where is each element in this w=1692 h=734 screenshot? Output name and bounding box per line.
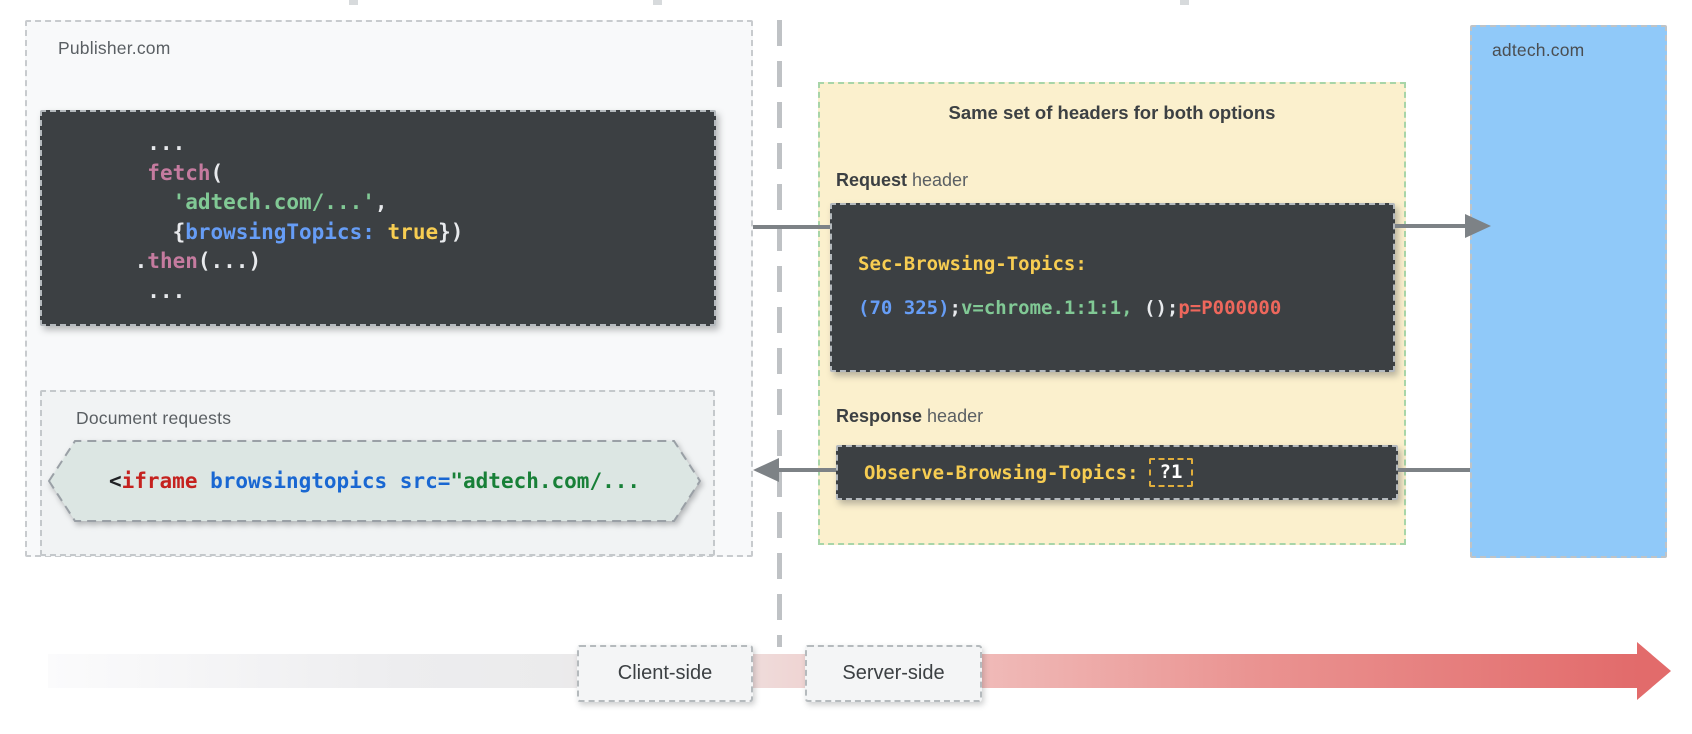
response-header-label: Response header <box>836 406 983 427</box>
client-side-label-box: Client-side <box>577 645 753 702</box>
request-header-label: Request header <box>836 170 968 191</box>
code-line: 'adtech.com/...', <box>172 190 388 214</box>
adtech-zone-label: adtech.com <box>1492 40 1585 60</box>
code-line: .then(...) <box>122 249 262 273</box>
adtech-to-response-line <box>1398 468 1470 472</box>
fetch-code-block: ... fetch( 'adtech.com/...', {browsingTo… <box>40 110 716 326</box>
code-line: ... <box>122 278 186 303</box>
response-header-label-strong: Response <box>836 406 923 426</box>
crop-dash-mark <box>653 0 662 5</box>
headers-panel-title: Same set of headers for both options <box>948 102 1276 123</box>
server-side-label: Server-side <box>842 662 945 684</box>
request-to-adtech-arrowhead-icon <box>1465 214 1491 238</box>
publisher-to-request-line <box>753 225 830 229</box>
iframe-code-snippet: <iframe browsingtopics src="adtech.com/.… <box>108 469 641 493</box>
code-line: ... <box>122 131 186 155</box>
server-side-label-box: Server-side <box>805 645 982 702</box>
publisher-zone-label: Publisher.com <box>58 38 171 58</box>
crop-dash-mark <box>1180 0 1189 5</box>
response-header-label-rest: header <box>922 406 984 426</box>
adtech-zone <box>1470 25 1667 558</box>
client-server-divider <box>777 20 782 647</box>
document-requests-label: Document requests <box>76 408 232 428</box>
timeline-arrowhead-icon <box>1637 642 1671 700</box>
request-header-label-rest: header <box>907 170 969 190</box>
request-to-adtech-line <box>1395 224 1467 228</box>
crop-dash-mark <box>349 0 358 5</box>
response-to-publisher-arrowhead-icon <box>753 458 779 482</box>
iframe-tag-shape <box>48 440 701 522</box>
client-side-label: Client-side <box>617 662 713 684</box>
response-to-publisher-line <box>778 468 836 472</box>
request-header-block: Sec-Browsing-Topics: (70 325);v=chrome.1… <box>830 203 1395 372</box>
response-header-value-chip: ?1 <box>1148 458 1194 487</box>
request-header-value: (70 325);v=chrome.1:1:1, ();p=P000000 <box>858 297 1282 319</box>
request-header-label-strong: Request <box>836 170 908 190</box>
response-header-block: Observe-Browsing-Topics: ?1 <box>836 445 1398 500</box>
response-header-name: Observe-Browsing-Topics: <box>864 461 1139 484</box>
request-header-name: Sec-Browsing-Topics: <box>858 253 1087 275</box>
code-line: fetch( <box>147 160 224 185</box>
code-line: {browsingTopics: true}) <box>122 219 464 244</box>
